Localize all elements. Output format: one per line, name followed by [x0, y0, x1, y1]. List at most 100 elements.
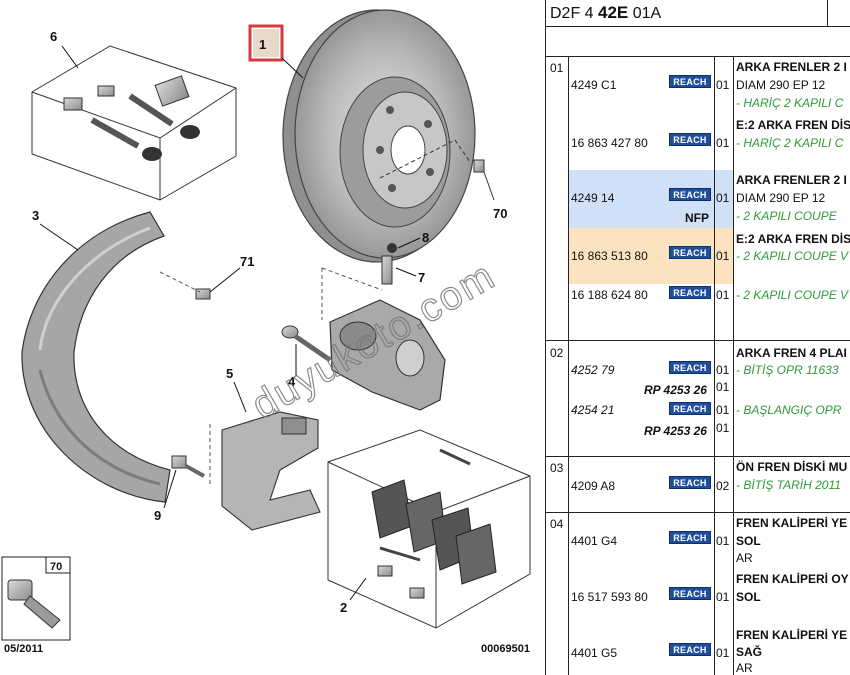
- part-number: 4209 A8: [571, 479, 616, 493]
- description-line: FREN KALİPERİ OY: [736, 572, 849, 586]
- col-line-3: [733, 56, 734, 675]
- brake-pad-kit-part[interactable]: [327, 429, 531, 629]
- part-number: 4249 14: [571, 191, 615, 205]
- inset-box-70: 70: [1, 556, 71, 641]
- description-line: SOL: [736, 534, 761, 548]
- diagram-date: 05/2011: [4, 643, 43, 655]
- callout-4[interactable]: 4: [288, 374, 296, 389]
- description-line: DIAM 290 EP 12: [736, 191, 826, 205]
- brake-disc-part[interactable]: [282, 9, 476, 263]
- col-line-2: [714, 56, 715, 675]
- callout-1[interactable]: 1: [259, 37, 266, 52]
- quantity: 01: [716, 136, 730, 150]
- callout-7[interactable]: 7: [418, 270, 425, 285]
- leader-6: [61, 45, 79, 69]
- section-number: 01: [550, 61, 564, 75]
- description-line: ARKA FRENLER 2 I: [736, 60, 847, 74]
- description-line: SAĞ: [736, 645, 763, 659]
- description-line: AR: [736, 551, 753, 565]
- selected-part-highlight: [248, 24, 284, 62]
- callout-9[interactable]: 9: [154, 508, 161, 523]
- leader-71: [209, 267, 241, 293]
- bolt-71-part[interactable]: [195, 288, 211, 300]
- parts-table: D2F 4 42E 01A 01 4249 C1 REACH 01 ARKA F…: [545, 0, 850, 675]
- watermark-text: duyukoto.com: [245, 253, 503, 428]
- reach-badge: REACH: [669, 133, 711, 146]
- replacement-part: RP 4253 26: [644, 383, 707, 397]
- col-line-1: [568, 56, 569, 675]
- section-number: 04: [550, 517, 564, 531]
- callout-3[interactable]: 3: [32, 208, 39, 223]
- description-line: - BİTİŞ TARİH 2011: [736, 478, 841, 492]
- description-line: - 2 KAPILI COUPE V: [736, 249, 849, 263]
- screw-70-part[interactable]: [473, 159, 495, 201]
- part-number: 16 188 624 80: [571, 288, 648, 302]
- callout-71[interactable]: 71: [240, 254, 254, 269]
- brake-caliper-part[interactable]: [321, 267, 446, 411]
- description-line: ARKA FREN 4 PLAI: [736, 346, 847, 360]
- description-line: - HARİÇ 2 KAPILI C: [736, 136, 844, 150]
- description-line: DIAM 290 EP 12: [736, 78, 826, 92]
- reach-badge: REACH: [669, 587, 711, 600]
- quantity: 01: [716, 78, 730, 92]
- table-subheader: [545, 26, 850, 57]
- callout-6[interactable]: 6: [50, 29, 57, 44]
- description-line: FREN KALİPERİ YE: [736, 516, 848, 530]
- nfp-flag: NFP: [685, 211, 709, 225]
- callout-5[interactable]: 5: [226, 366, 233, 381]
- part-number: 4252 79: [571, 363, 615, 377]
- fixing-kit-box-part[interactable]: [31, 45, 237, 201]
- col-line-0: [545, 56, 546, 675]
- leader-2: [349, 577, 367, 601]
- leader-5: [233, 381, 247, 413]
- leader-8: [397, 237, 421, 249]
- exploded-parts-diagram: 1 70 6 3 71 8 7: [1, 9, 531, 655]
- dust-shield-part[interactable]: [21, 211, 171, 503]
- dashed-guide-71: [159, 271, 201, 293]
- replacement-quantity: 01: [716, 421, 730, 435]
- diagram-code: D2F 4 42E 01A: [550, 3, 661, 23]
- part-number: 16 863 513 80: [571, 249, 648, 263]
- callout-70[interactable]: 70: [493, 206, 507, 221]
- quantity: 01: [716, 590, 730, 604]
- description-line: ÖN FREN DİSKİ MU: [736, 460, 848, 474]
- quantity: 01: [716, 646, 730, 660]
- diagram-code-bold: 42E: [598, 3, 629, 22]
- replacement-part: RP 4253 26: [644, 424, 707, 438]
- bracket-bolt-9-part[interactable]: [171, 455, 205, 478]
- quantity: 01: [716, 363, 730, 377]
- description-line: FREN KALİPERİ YE: [736, 628, 848, 642]
- table-header: D2F 4 42E 01A: [545, 0, 850, 27]
- reach-badge: REACH: [669, 246, 711, 259]
- section-separator: [545, 340, 850, 341]
- description-line: AR: [736, 661, 753, 675]
- reach-badge: REACH: [669, 75, 711, 88]
- callout-2[interactable]: 2: [340, 600, 347, 615]
- part-number: 4401 G4: [571, 534, 618, 548]
- description-line: - HARİÇ 2 KAPILI C: [736, 96, 844, 110]
- caliper-bracket-part[interactable]: [209, 411, 321, 531]
- reach-badge: REACH: [669, 402, 711, 415]
- quantity: 01: [716, 403, 730, 417]
- quantity: 01: [716, 191, 730, 205]
- caliper-bolt-4-part[interactable]: [281, 325, 332, 363]
- part-number: 16 863 427 80: [571, 136, 648, 150]
- description-line: - BİTİŞ OPR 11633: [736, 363, 839, 377]
- part-number: 4254 21: [571, 403, 615, 417]
- bleeder-screw-part[interactable]: [381, 243, 397, 285]
- description-line: E:2 ARKA FREN DİS: [736, 232, 850, 246]
- callout-8[interactable]: 8: [422, 230, 429, 245]
- section-number: 02: [550, 346, 564, 360]
- leader-7: [395, 267, 417, 277]
- part-number: 4249 C1: [571, 78, 617, 92]
- reach-badge: REACH: [669, 361, 711, 374]
- reach-badge: REACH: [669, 476, 711, 489]
- diagram-image-ref: 00069501: [481, 643, 530, 655]
- leader-3: [39, 223, 79, 251]
- section-separator: [545, 512, 850, 513]
- replacement-quantity: 01: [716, 380, 730, 394]
- quantity: 01: [716, 249, 730, 263]
- description-line: - 2 KAPILI COUPE V: [736, 288, 849, 302]
- reach-badge: REACH: [669, 286, 711, 299]
- description-line: - 2 KAPILI COUPE: [736, 209, 837, 223]
